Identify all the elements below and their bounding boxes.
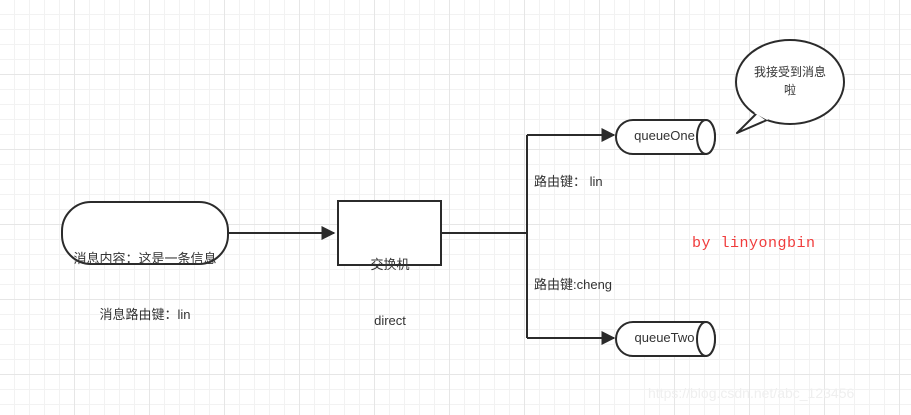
speech-bubble-shape xyxy=(735,39,845,134)
queue-one-shape xyxy=(615,119,716,155)
exchange-node-shape xyxy=(337,200,442,266)
queue-two-shape xyxy=(615,321,716,357)
message-node-shape xyxy=(61,201,229,265)
edge-label-routing-key-lin: 路由键： lin xyxy=(534,174,603,189)
watermark-url: https://blog.csdn.net/abc_123456 xyxy=(648,385,855,401)
edge-label-routing-key-cheng: 路由键:cheng xyxy=(534,277,613,292)
author-signature: by linyongbin xyxy=(692,235,816,252)
